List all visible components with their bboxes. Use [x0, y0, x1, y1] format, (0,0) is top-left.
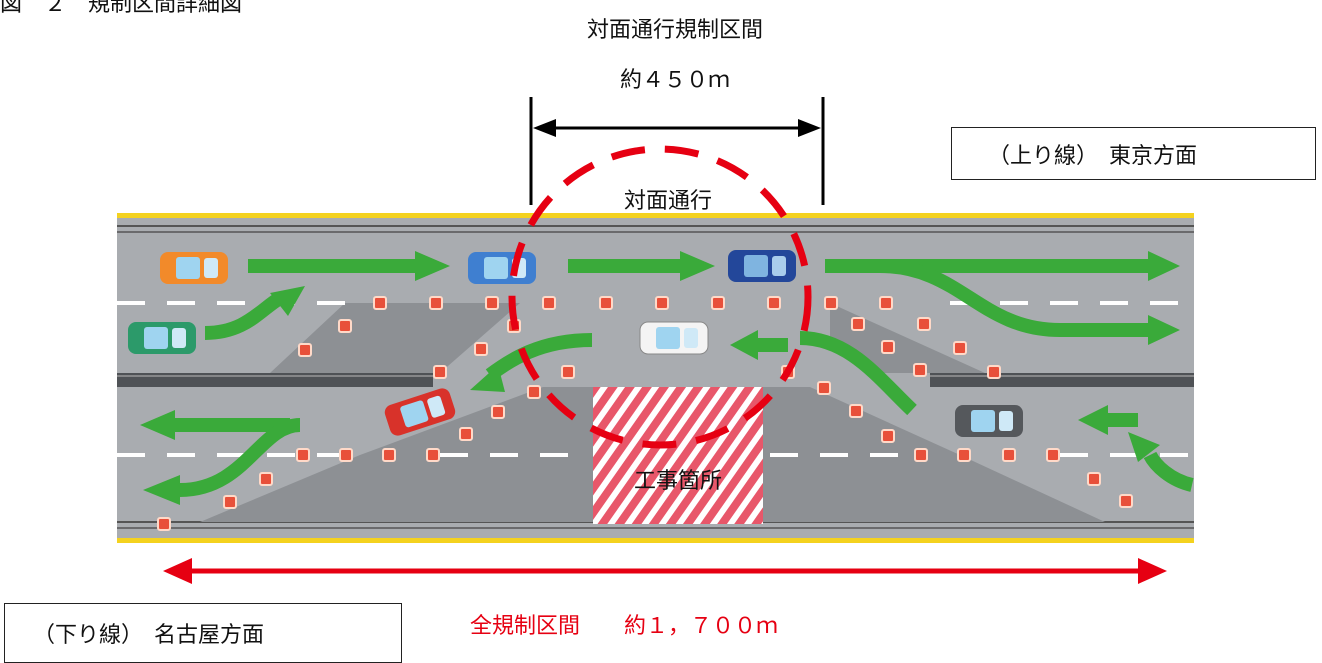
car-green: [128, 322, 196, 354]
upbound-direction: （上り線） 東京方面: [988, 143, 1198, 169]
downbound-direction-box: （下り線） 名古屋方面: [4, 603, 402, 663]
car-orange: [160, 252, 228, 284]
closed-area-upper-right: [830, 303, 985, 373]
work-zone: [593, 387, 763, 524]
traffic-cones: [157, 296, 1133, 531]
downbound-direction: （下り線） 名古屋方面: [33, 623, 265, 648]
median-left: [117, 373, 433, 387]
section-length: 約４５０ｍ: [619, 68, 730, 93]
closed-area-lower-right: [760, 387, 1105, 522]
traffic-arrows: [175, 259, 1194, 497]
edge-line-top: [117, 213, 1194, 218]
focus-circle: [508, 145, 812, 449]
section-title: 対面通行規制区間: [586, 18, 763, 43]
car-navy: [728, 250, 796, 282]
car-red: [384, 388, 456, 436]
car-gray: [955, 405, 1023, 437]
lane-dashes: [117, 301, 1194, 457]
closed-area-lower-left: [200, 387, 600, 522]
arrow-heads: [140, 251, 1180, 505]
two-way-label: 対面通行: [624, 189, 712, 214]
edge-line-bottom: [117, 538, 1194, 543]
work-zone-label: 工事箇所: [634, 469, 722, 494]
car-blue: [468, 252, 536, 284]
closed-area-upper-left: [270, 303, 520, 373]
total-section-arrow: [163, 558, 1167, 584]
car-white: [639, 321, 709, 355]
median-right: [930, 373, 1194, 387]
upbound-direction-box: （上り線） 東京方面: [951, 127, 1316, 180]
figure-title: 図 ２ 規制区間詳細図: [0, 0, 243, 17]
total-section-label: 全規制区間 約１，７００ｍ: [470, 614, 779, 639]
section-dimension: [529, 97, 825, 205]
